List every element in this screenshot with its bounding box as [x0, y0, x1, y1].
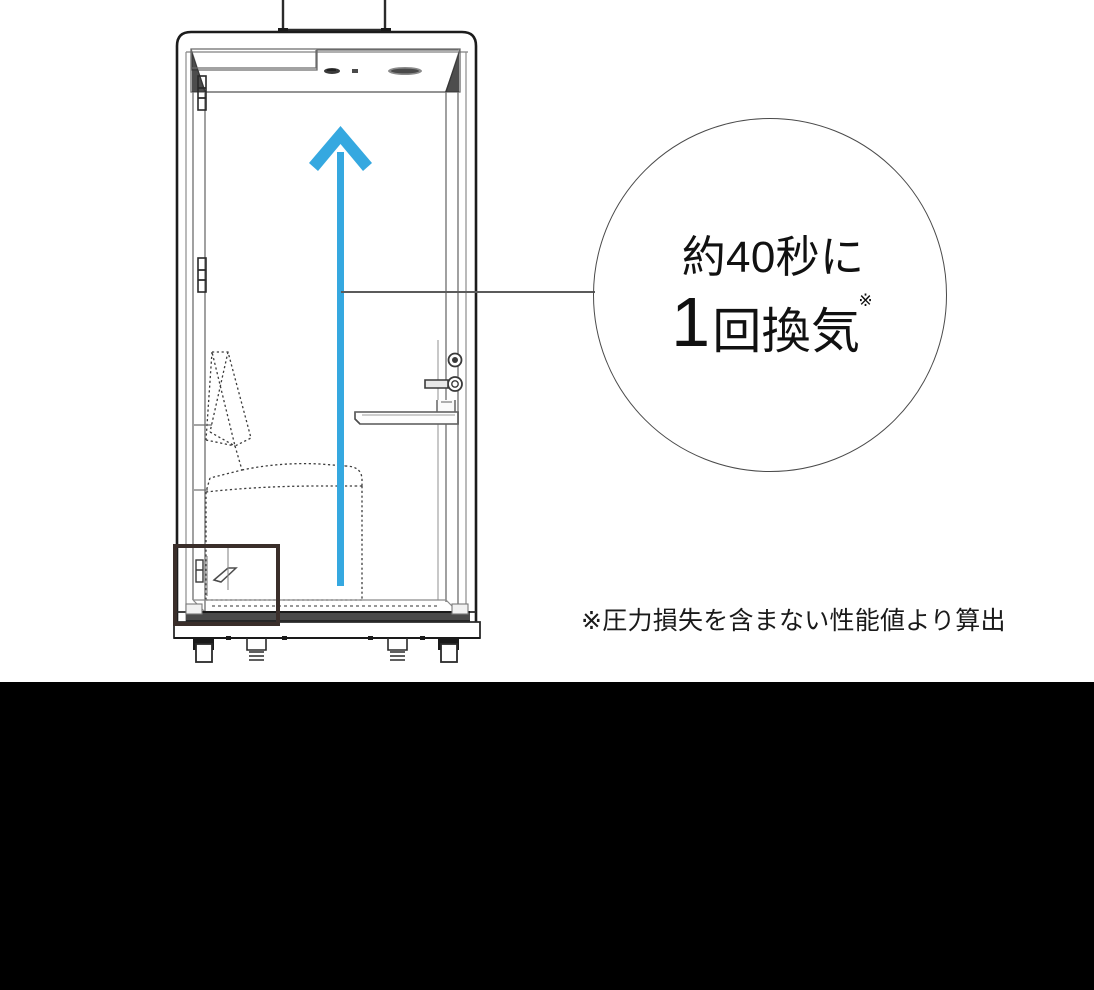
door-handle-lock	[424, 352, 463, 420]
callout-circle	[593, 118, 947, 472]
booth-outer-shell	[175, 30, 478, 632]
desk-top	[354, 411, 459, 425]
callout-line-2-text: 回換気	[712, 304, 861, 359]
callout-big-number: 1	[671, 283, 710, 362]
callout-asterisk-marker: ※	[858, 290, 873, 310]
seat-chair-solid-edges	[194, 424, 212, 491]
callout-line-1: 約40秒に	[681, 233, 865, 283]
floor-intake-vent	[195, 548, 238, 596]
callout-leader-line	[341, 291, 595, 293]
interior-right-wall	[437, 52, 467, 622]
floor-panel	[192, 599, 459, 613]
leveling-feet	[226, 636, 425, 661]
top-exhaust-duct	[278, 0, 391, 33]
booth-illustration	[0, 0, 540, 682]
base-frame	[173, 603, 481, 639]
footnote-text: ※圧力損失を含まない性能値より算出	[581, 607, 1006, 635]
ceiling-panel	[190, 48, 461, 93]
callout-line-2: 1 回換気 ※	[671, 283, 875, 362]
callout-text-group: 約40秒に 1 回換気 ※	[593, 118, 947, 472]
footer-black-band	[0, 682, 1094, 990]
ceiling-vent-grille	[324, 67, 422, 75]
airflow-arrow	[309, 126, 372, 586]
door-hinges	[197, 75, 207, 293]
interior-left-wall	[185, 52, 206, 622]
intake-highlight-box	[173, 544, 280, 626]
booth-cross-section-svg	[173, 0, 481, 663]
casters	[193, 638, 459, 663]
